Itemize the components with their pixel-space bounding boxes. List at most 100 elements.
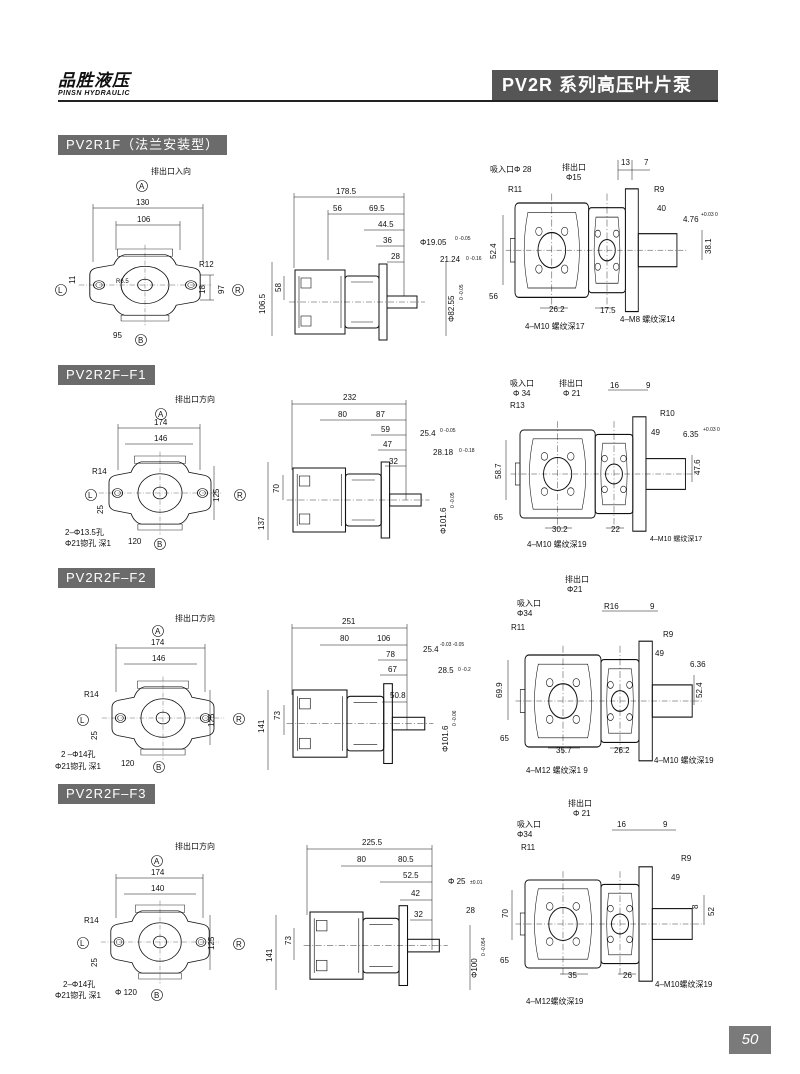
s1-label-r: R (235, 286, 241, 295)
s4-h70: 70 (501, 909, 510, 918)
brand-name-cn: 品胜液压 (58, 71, 130, 90)
s2-d9: 9 (646, 381, 651, 390)
s3-h125: 125 (207, 713, 216, 727)
s1-r12: R12 (199, 260, 214, 269)
s1-d262: 26.2 (549, 305, 565, 314)
s3-label-a: A (155, 627, 161, 636)
s3-key: 6.36 (690, 660, 706, 669)
s3-len-78: 78 (386, 650, 395, 659)
s2-key: 6.35 (683, 430, 699, 439)
s3-h524: 52.4 (695, 682, 704, 698)
s1-h381: 38.1 (704, 238, 713, 254)
s3-d262: 26.2 (614, 746, 630, 755)
s3-len-80: 80 (340, 634, 349, 643)
brand-logo: 品胜液压 PINSN HYDRAULIC (58, 71, 131, 98)
s1-pilot-tol: 0 -0.05 (459, 284, 465, 300)
s1-outlet: 排出口 (562, 162, 586, 172)
s3-screw-m12: 4–M12 螺纹深1 9 (526, 765, 588, 775)
s4-r14: R14 (84, 916, 99, 925)
s1-d13: 13 (621, 158, 630, 167)
s4-d65: 65 (500, 956, 509, 965)
s2-d22: 22 (611, 525, 620, 534)
s2-shaft-tol: 0 -0.05 (440, 428, 456, 434)
s4-outlet: 排出口 (568, 798, 592, 808)
s2-d120: 120 (128, 537, 142, 546)
s2-d302: 30.2 (552, 525, 568, 534)
section4-front-view: 排出口方向 A B L R 174 140 R14 25 125 2–Φ14孔 … (55, 841, 245, 1001)
s2-cbore: Φ21锪孔 深1 (65, 538, 112, 548)
s3-d357: 35.7 (556, 746, 572, 755)
s2-outlet-dia: Φ 21 (563, 389, 581, 398)
s2-r14: R14 (92, 467, 107, 476)
s1-d95: 95 (113, 331, 122, 340)
s1-r9: R9 (654, 185, 665, 194)
s1-h97: 97 (217, 285, 226, 294)
s1-key-height: 21.24 (440, 255, 461, 264)
s2-inlet-dia: Φ 34 (513, 389, 531, 398)
s4-len-80: 80 (357, 855, 366, 864)
s1-key: 4.76 (683, 215, 699, 224)
s2-label-a: A (158, 410, 164, 419)
s4-len-525: 52.5 (403, 871, 419, 880)
s1-port-direction: 排出口入向 (151, 166, 191, 176)
s3-h25: 25 (90, 731, 99, 740)
section1-front-view: 排出口入向 A B L R 130 106 R12 R6.5 95 11 18 … (55, 166, 244, 346)
s3-cbore: Φ21锪孔 深1 (55, 761, 102, 771)
s2-port-direction: 排出口方向 (175, 394, 215, 404)
s2-shaft-dia: 25.4 (420, 429, 436, 438)
s4-len-805: 80.5 (398, 855, 414, 864)
s2-inlet: 吸入口 (510, 379, 534, 388)
s4-pilot-tol: 0 -0.054 (481, 937, 487, 956)
page-title: PV2R 系列高压叶片泵 (492, 70, 718, 100)
s4-h52: 52 (707, 907, 716, 916)
s3-len-251: 251 (342, 617, 356, 626)
s3-key-tol: 0 -0.2 (458, 667, 471, 673)
s4-r11: R11 (521, 843, 536, 852)
s1-height-1065: 106.5 (258, 293, 267, 314)
s1-label-l: L (58, 286, 63, 295)
section3-side-view: 251 80 106 78 67 50.8 25.4 -0.03 -0.05 2… (257, 617, 471, 770)
s4-d16: 16 (617, 820, 626, 829)
s1-len-445: 44.5 (378, 220, 394, 229)
s1-d40: 40 (657, 204, 666, 213)
s3-width-146: 146 (152, 654, 166, 663)
brand-name-en: PINSN HYDRAULIC (58, 90, 131, 97)
s3-inlet: 吸入口 (517, 599, 541, 608)
s4-d120: Φ 120 (115, 988, 138, 997)
s4-pilot-dia: Φ100 (470, 958, 479, 978)
s2-height-137: 137 (257, 516, 266, 530)
section4-side-view: 225.5 80 80.5 52.5 42 32 Φ 25 ±0.01 28 Φ… (265, 838, 487, 990)
s2-label-b: B (157, 540, 162, 549)
s1-len-695: 69.5 (369, 204, 385, 213)
s3-shaft-tol: -0.03 -0.05 (440, 642, 464, 648)
s4-width-174: 174 (151, 868, 165, 877)
section-label-pv2r2f-f2: PV2R2F–F2 (58, 568, 155, 588)
s1-height-58: 58 (274, 283, 283, 292)
s1-len-36: 36 (383, 236, 392, 245)
s3-shaft-dia: 25.4 (423, 645, 439, 654)
s4-width-140: 140 (151, 884, 165, 893)
s3-label-r: R (236, 715, 242, 724)
s2-d65: 65 (494, 513, 503, 522)
s3-len-508: 50.8 (390, 691, 406, 700)
s3-height-141: 141 (257, 719, 266, 733)
s1-width-130: 130 (136, 198, 150, 207)
s4-cbore: Φ21锪孔 深1 (55, 990, 102, 1000)
s1-width-106: 106 (137, 215, 151, 224)
s3-len-106: 106 (377, 634, 391, 643)
s2-pilot-tol: 0 -0.05 (450, 492, 456, 508)
s4-screw-m12: 4–M12螺纹深19 (526, 996, 584, 1006)
s1-h18: 18 (198, 285, 207, 294)
s4-label-a: A (154, 857, 160, 866)
s3-d49: 49 (655, 649, 664, 658)
s2-height-70: 70 (272, 484, 281, 493)
s3-d120: 120 (121, 759, 135, 768)
s1-screw-m8: 4–M8 螺纹深14 (620, 314, 676, 324)
s2-len-80: 80 (338, 410, 347, 419)
s4-d26: 26 (623, 971, 632, 980)
s2-h587: 58.7 (494, 463, 503, 479)
s4-key-height: 28 (466, 906, 475, 915)
s4-len-32: 32 (414, 910, 423, 919)
s4-len-2255: 225.5 (362, 838, 383, 847)
